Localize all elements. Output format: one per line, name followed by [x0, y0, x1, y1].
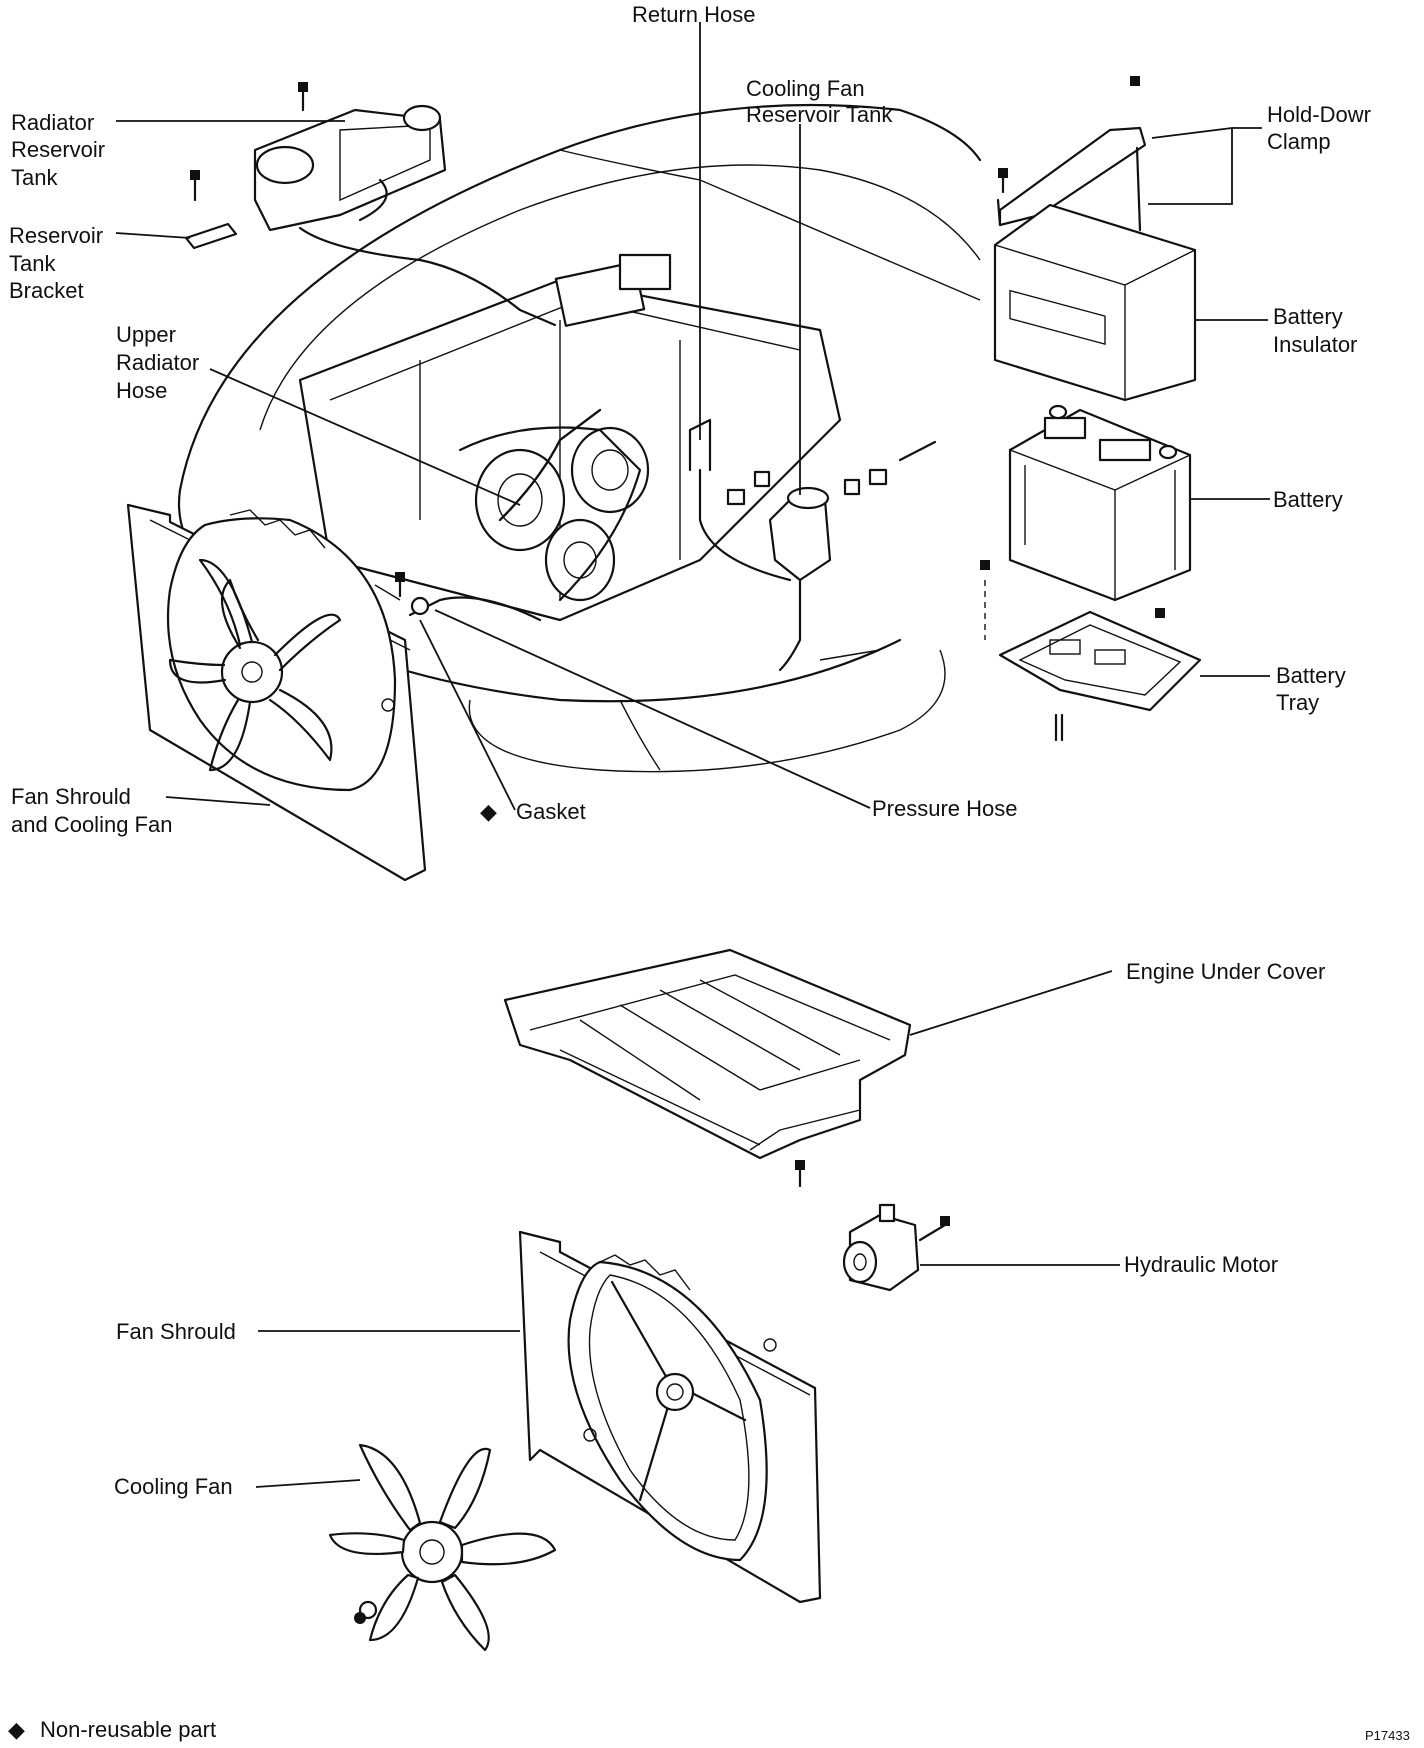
- fitting-bolt-icon: [395, 572, 405, 598]
- pressure-hose-line: [408, 596, 542, 622]
- label-engine-under-cover: Engine Under Cover: [1126, 959, 1325, 984]
- label-radiator-reservoir-tank-line2: Reservoir: [11, 137, 105, 162]
- label-cooling-fan: Cooling Fan: [114, 1474, 233, 1499]
- label-hold-down-clamp-line2: Clamp: [1267, 129, 1331, 154]
- label-pressure-hose: Pressure Hose: [872, 796, 1018, 821]
- fan-shroud-and-cooling-fan: [126, 503, 427, 882]
- legend-diamond-icon: ◆: [8, 1717, 25, 1742]
- legend-text: Non-reusable part: [40, 1717, 216, 1742]
- reservoir-tank-bracket: [184, 170, 238, 250]
- label-upper-radiator-hose-line1: Upper: [116, 322, 176, 347]
- label-battery-tray-line1: Battery: [1276, 663, 1346, 688]
- label-upper-radiator-hose-line2: Radiator: [116, 350, 199, 375]
- label-fan-shroud-and-cooling-fan-line2: and Cooling Fan: [11, 812, 172, 837]
- tank-bolt-icon: [298, 82, 308, 112]
- label-reservoir-tank-bracket-line2: Tank: [9, 251, 56, 276]
- label-battery-insulator-line1: Battery: [1273, 304, 1343, 329]
- battery-insulator: [993, 203, 1197, 402]
- legend: ◆ Non-reusable part: [8, 1717, 216, 1742]
- engine-block: [298, 253, 842, 622]
- label-gasket: Gasket: [516, 799, 586, 824]
- battery: [1008, 404, 1192, 602]
- label-return-hose: Return Hose: [632, 2, 756, 27]
- label-reservoir-tank-bracket-line3: Bracket: [9, 278, 84, 303]
- label-cooling-fan-reservoir-tank-line1: Cooling Fan: [746, 76, 865, 101]
- label-radiator-reservoir-tank-line1: Radiator: [11, 110, 94, 135]
- label-battery: Battery: [1273, 487, 1343, 512]
- label-upper-radiator-hose-line3: Hose: [116, 378, 167, 403]
- label-fan-shroud-and-cooling-fan-line1: Fan Shrould: [11, 784, 131, 809]
- leader-lines: [115, 22, 1270, 1488]
- engine-under-cover: [503, 948, 912, 1188]
- label-reservoir-tank-bracket-line1: Reservoir: [9, 223, 103, 248]
- label-radiator-reservoir-tank-line3: Tank: [11, 165, 58, 190]
- label-hold-down-clamp-line1: Hold-Dowr: [1267, 102, 1371, 127]
- fan-shroud: [518, 1230, 822, 1604]
- label-battery-insulator-line2: Insulator: [1273, 332, 1357, 357]
- radiator-reservoir-tank: [253, 104, 557, 327]
- label-battery-tray-line2: Tray: [1276, 690, 1319, 715]
- battery-tray: [980, 560, 1202, 742]
- figure-code: P17433: [1365, 1728, 1410, 1743]
- hydraulic-motor: [842, 1203, 950, 1292]
- label-fan-shroud: Fan Shrould: [116, 1319, 236, 1344]
- part-labels: Return Hose Cooling Fan Reservoir Tank R…: [9, 2, 1371, 1499]
- label-cooling-fan-reservoir-tank-line2: Reservoir Tank: [746, 102, 893, 127]
- gasket-non-reusable-marker-icon: ◆: [480, 799, 497, 824]
- label-hydraulic-motor: Hydraulic Motor: [1124, 1252, 1278, 1277]
- hold-down-clamp: [996, 76, 1147, 232]
- cooling-fan: [328, 1443, 557, 1652]
- cooling-fan-reservoir-tank: [688, 418, 937, 672]
- gasket-ring: [410, 596, 430, 616]
